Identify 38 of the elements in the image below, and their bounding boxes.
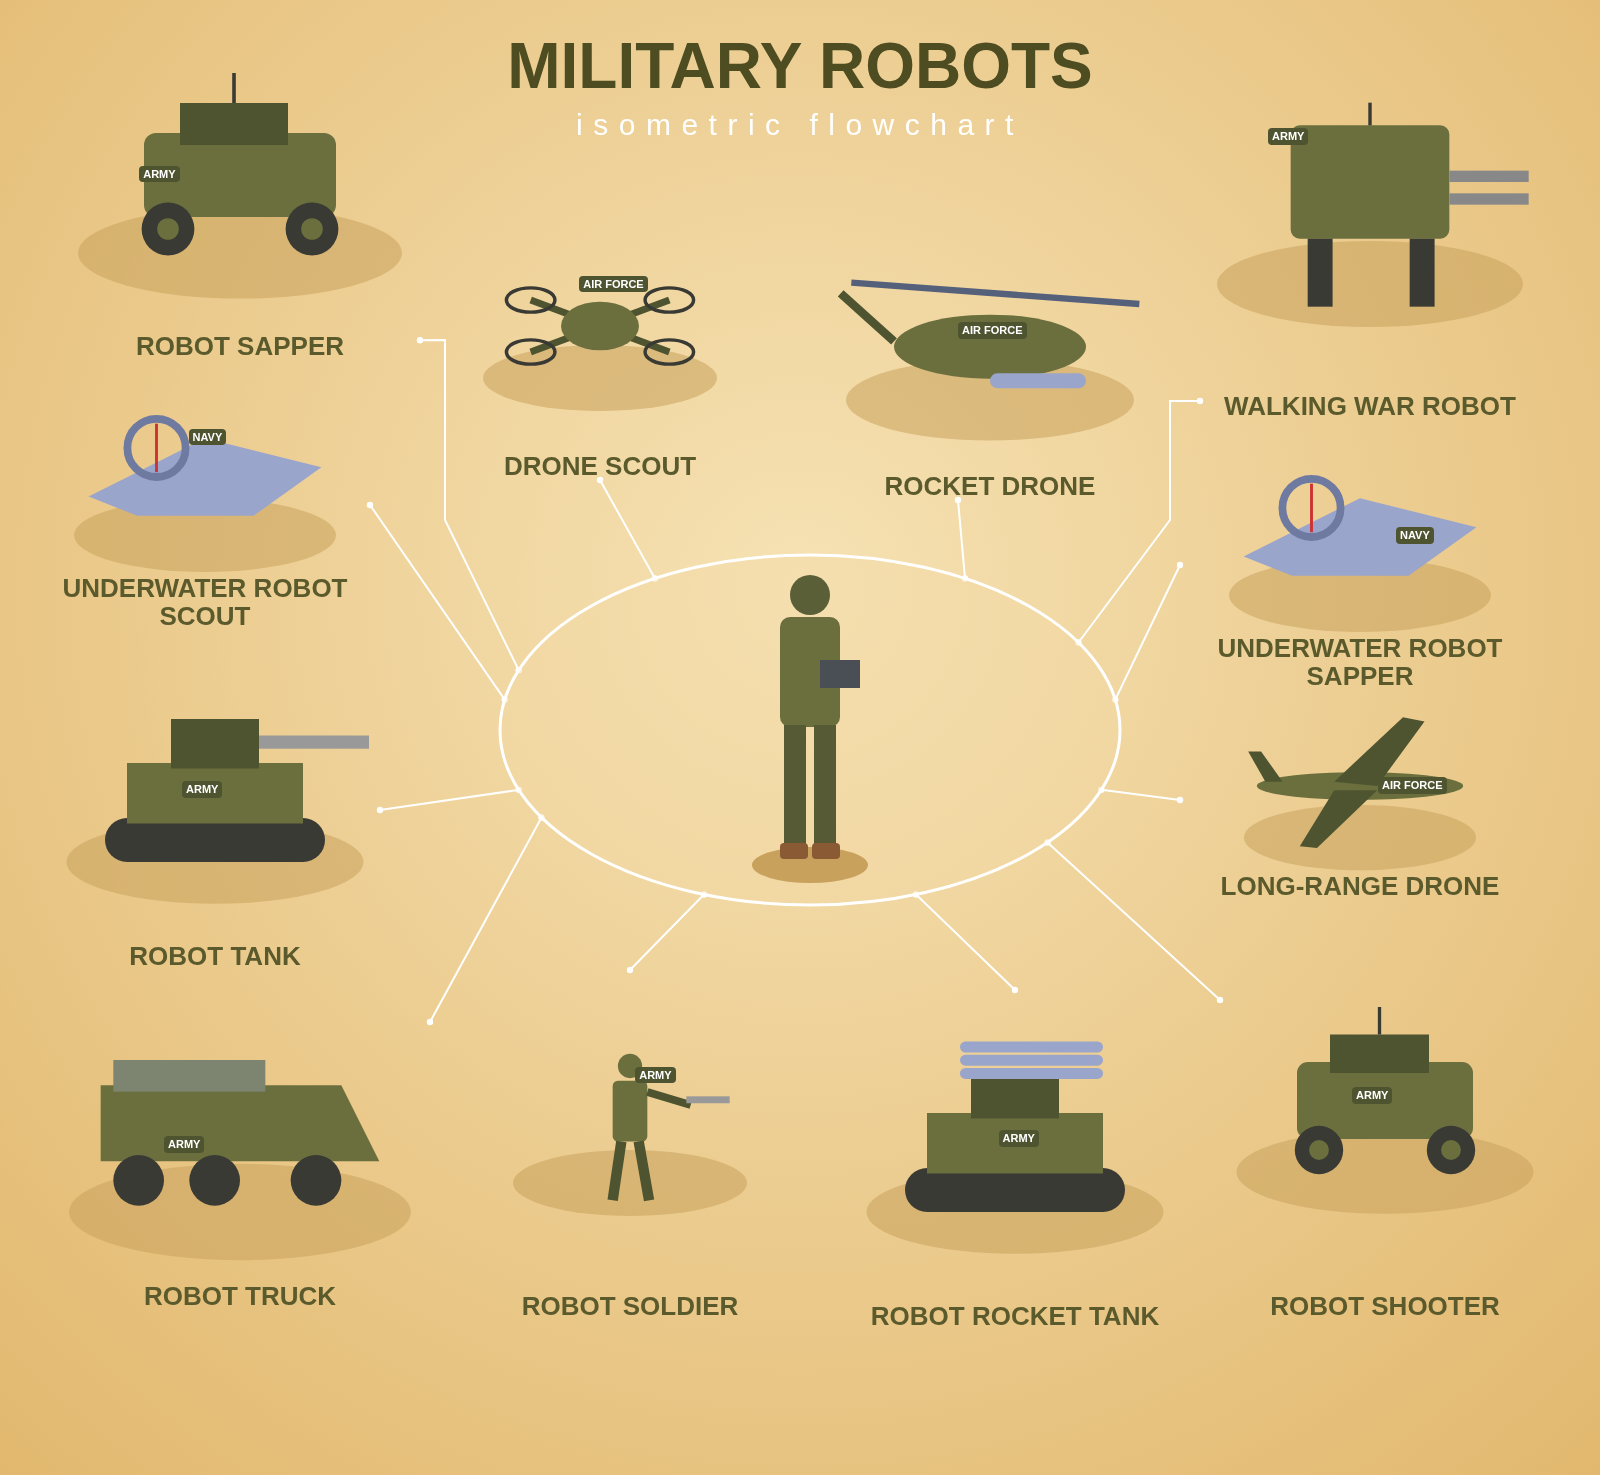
insignia-text: NAVY — [188, 428, 227, 445]
insignia-text: ARMY — [1352, 1087, 1393, 1104]
connector-line — [366, 501, 508, 703]
robot-label: ROBOT SAPPER — [135, 332, 345, 360]
robot-label: UNDERWATER ROBOT SAPPER — [1216, 634, 1504, 690]
insignia-text: ARMY — [182, 781, 223, 798]
robot-label: ROBOT ROCKET TANK — [869, 1302, 1161, 1330]
robot-label: ROBOT TRUCK — [142, 1282, 338, 1310]
subtitle: isometric flowchart — [576, 107, 1024, 143]
connector-line — [954, 496, 969, 582]
robot-label: ROBOT SOLDIER — [520, 1292, 740, 1320]
insignia-text: ARMY — [164, 1136, 205, 1153]
connector-line — [1112, 561, 1184, 703]
connector-line — [426, 814, 545, 1026]
connector-line — [416, 337, 522, 674]
robot-label: ROBOT TANK — [128, 942, 302, 970]
robot-label: UNDERWATER ROBOT SCOUT — [61, 574, 349, 630]
connector-line — [376, 786, 522, 814]
robot-label: ROBOT SHOOTER — [1269, 1292, 1501, 1320]
connector-line — [1098, 786, 1184, 804]
insignia-text: ARMY — [139, 165, 180, 183]
title: MILITARY ROBOTS — [507, 30, 1093, 102]
connector-line — [626, 891, 708, 974]
insignia-text: AIR FORCE — [1378, 777, 1447, 794]
connector-line — [596, 476, 659, 582]
insignia-text: AIR FORCE — [958, 322, 1027, 339]
connector-line — [912, 891, 1019, 994]
robot-label: WALKING WAR ROBOT — [1223, 392, 1517, 420]
insignia-text: NAVY — [1396, 527, 1434, 544]
insignia-text: ARMY — [1268, 128, 1309, 145]
robot-label: ROCKET DRONE — [883, 472, 1097, 500]
connector-line — [1044, 839, 1224, 1004]
insignia-text: ARMY — [635, 1066, 676, 1084]
robot-label: LONG-RANGE DRONE — [1219, 872, 1501, 900]
robot-label: DRONE SCOUT — [502, 452, 698, 480]
connector-line — [1075, 397, 1204, 646]
insignia-text: ARMY — [998, 1130, 1039, 1147]
insignia-text: AIR FORCE — [579, 275, 648, 293]
